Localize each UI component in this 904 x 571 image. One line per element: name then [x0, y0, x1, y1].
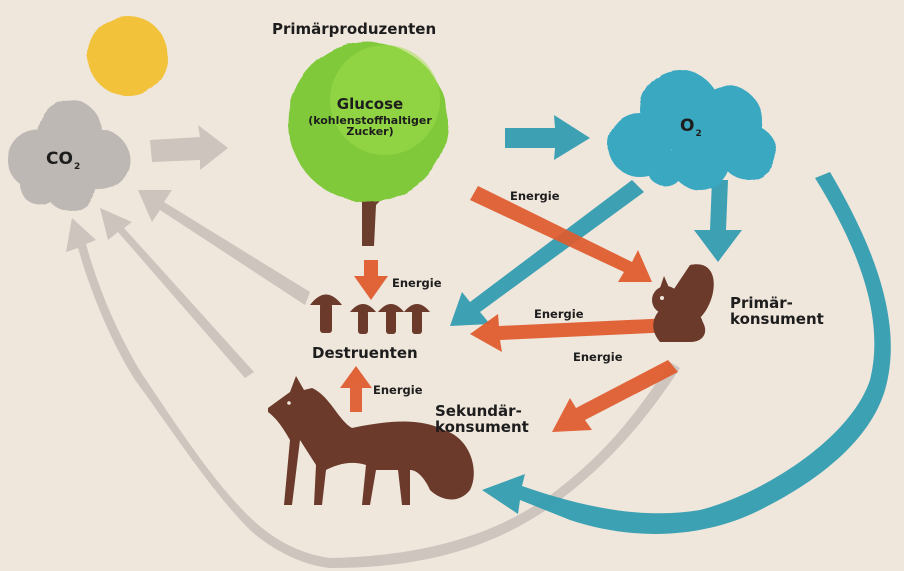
fox-to-co2-arrow — [100, 208, 254, 378]
glucose-label-group: Glucose (kohlenstoffhaltiger Zucker) — [290, 95, 450, 139]
tree-to-o2-arrow — [505, 115, 590, 160]
energy-label-squirrel-destruents: Energie — [534, 307, 584, 321]
glucose-subtitle-line1: (kohlenstoffhaltiger — [308, 113, 432, 127]
destruents-to-co2-arrow — [138, 190, 310, 305]
tree-trunk — [346, 160, 398, 246]
fox-to-destruents-energy-arrow — [340, 366, 372, 412]
primary-consumer-line1: Primär- — [730, 294, 793, 312]
o2-to-destruents-arrow — [450, 180, 644, 326]
energy-label-squirrel-secondary: Energie — [573, 350, 623, 364]
squirrel-icon — [652, 264, 714, 342]
energy-label-tree-destruents: Energie — [392, 276, 442, 290]
energy-arrows — [340, 186, 678, 432]
tree-icon — [288, 42, 448, 246]
glucose-subtitle-line2: Zucker) — [346, 125, 394, 139]
squirrel-to-ground-arrow — [330, 362, 680, 568]
secondary-consumer-label: Sekundär- konsument — [435, 402, 529, 436]
glucose-title: Glucose — [336, 95, 404, 113]
destruents-label: Destruenten — [312, 344, 418, 362]
co2-subscript: 2 — [73, 162, 81, 172]
secondary-consumer-line2: konsument — [435, 417, 529, 436]
primary-consumer-label: Primär- konsument — [730, 294, 824, 328]
primary-consumer-line2: konsument — [730, 309, 824, 328]
primary-producers-label: Primärproduzenten — [272, 20, 437, 38]
sun-icon — [88, 16, 168, 96]
fox-icon — [268, 376, 474, 505]
energy-label-fox-destruents: Energie — [373, 383, 423, 397]
co2-to-tree-arrow — [150, 125, 228, 170]
o2-main-text: O — [680, 116, 695, 136]
o2-cloud-icon — [608, 70, 776, 190]
squirrel-to-secondary-energy-arrow — [552, 360, 678, 432]
carbon-arrows — [66, 125, 680, 568]
o2-label: O2 — [680, 116, 702, 139]
co2-main-text: CO — [46, 149, 73, 169]
mushrooms-icon — [310, 294, 430, 334]
co2-cloud-icon — [8, 100, 130, 211]
co2-label: CO2 — [46, 149, 81, 172]
o2-to-fox-arrow — [482, 172, 891, 534]
o2-subscript: 2 — [695, 129, 702, 139]
squirrel-to-destruents-energy-arrow — [470, 314, 674, 352]
energy-label-tree-squirrel: Energie — [510, 189, 560, 203]
tree-to-squirrel-energy-arrow — [470, 186, 652, 282]
tree-to-destruents-energy-arrow — [354, 260, 388, 300]
secondary-consumer-line1: Sekundär- — [435, 402, 522, 420]
oxygen-arrows — [450, 115, 891, 534]
o2-to-squirrel-arrow — [694, 180, 742, 262]
